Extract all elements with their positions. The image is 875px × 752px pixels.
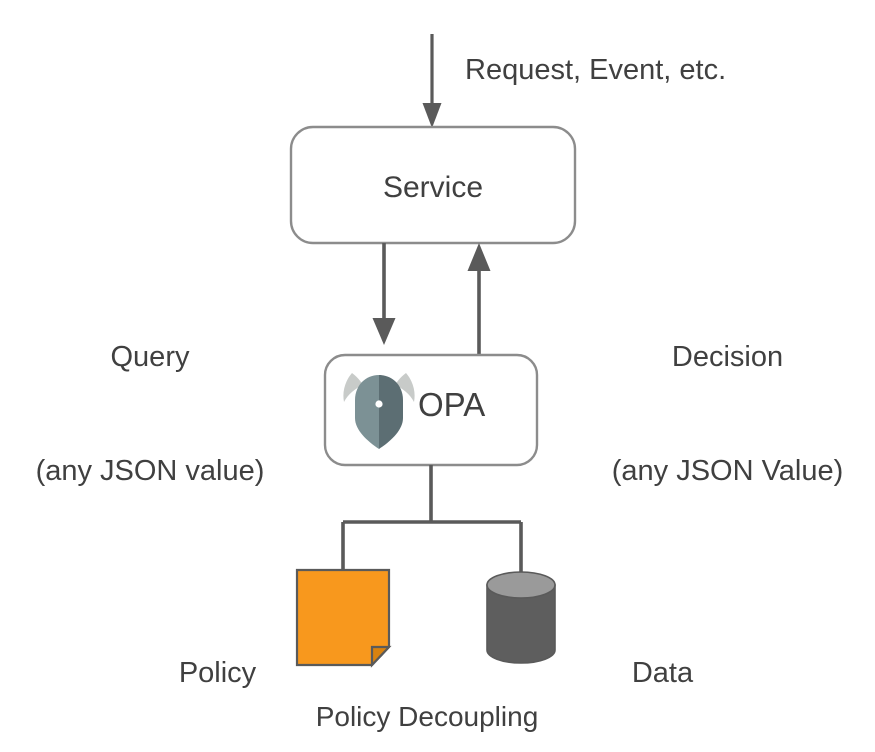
query-edge-label-group: Query (any JSON value) xyxy=(10,262,290,566)
service-box[interactable] xyxy=(289,125,577,245)
query-edge-label: Query xyxy=(110,341,190,373)
query-edge-sublabel: (any JSON value) xyxy=(35,455,265,487)
data-cylinder-icon[interactable] xyxy=(486,571,556,664)
decision-arrow xyxy=(467,243,491,355)
query-arrow xyxy=(372,243,396,345)
inbound-edge-label: Request, Event, etc. xyxy=(465,54,727,86)
inbound-arrow xyxy=(422,34,442,128)
diagram-caption: Policy Decoupling xyxy=(315,701,539,732)
data-node-label-group: Data (JSON) xyxy=(580,578,745,752)
decision-edge-sublabel: (any JSON Value) xyxy=(611,455,844,487)
opa-to-sources-connector xyxy=(341,465,523,575)
service-node-label: Service xyxy=(382,171,484,204)
opa-node-label: OPA xyxy=(418,386,486,423)
policy-node-label: Policy xyxy=(178,657,257,689)
policy-document-icon[interactable] xyxy=(295,568,392,668)
policy-node-label-group: Policy (Rego) xyxy=(135,578,300,752)
opa-viking-helmet-icon xyxy=(343,373,415,449)
decision-edge-label: Decision xyxy=(671,341,784,373)
decision-edge-label-group: Decision (any JSON Value) xyxy=(585,262,870,566)
data-node-label: Data xyxy=(631,657,694,689)
